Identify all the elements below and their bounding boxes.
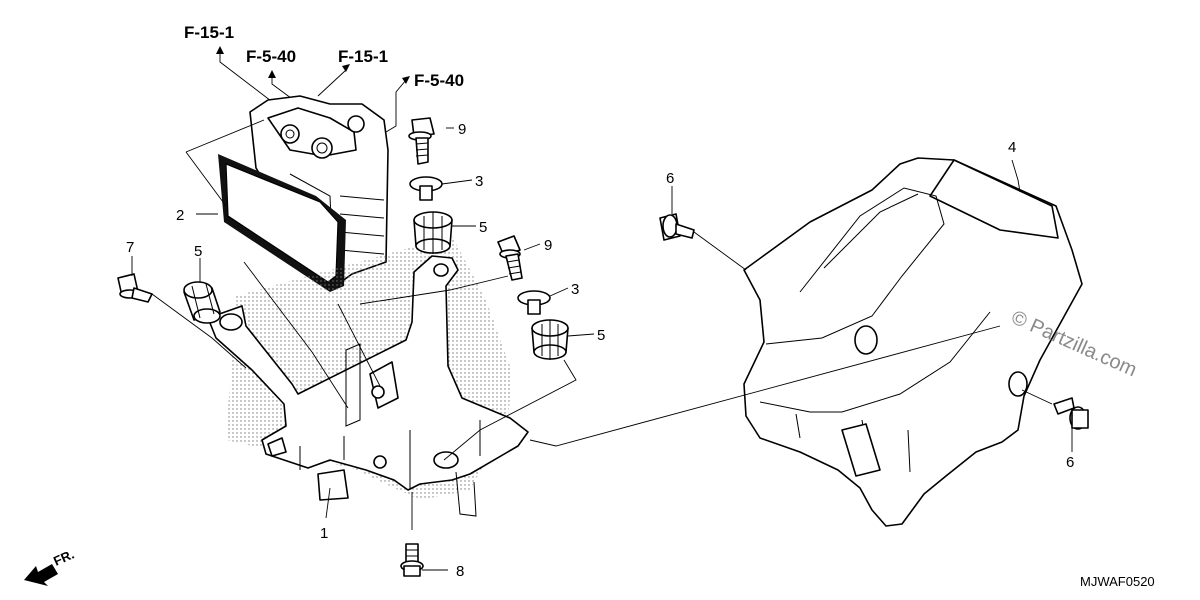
- leader-lines: [131, 119, 1073, 571]
- reference-label[interactable]: F-5-40: [246, 47, 296, 66]
- mount-hole: [371, 385, 385, 399]
- front-direction-indicator: FR.: [24, 547, 76, 586]
- callout-number[interactable]: 8: [456, 563, 464, 580]
- abs-mounting-bracket[interactable]: [207, 236, 529, 517]
- callout-number[interactable]: 6: [666, 170, 674, 187]
- mount-hole: [433, 263, 449, 277]
- callout-number[interactable]: 3: [475, 173, 483, 190]
- rubber-grommet-5[interactable]: [183, 281, 221, 324]
- callout-number[interactable]: 5: [194, 243, 202, 260]
- flange-screw-6[interactable]: [1053, 397, 1089, 430]
- flange-bolt-9[interactable]: [497, 235, 523, 281]
- flange-bolt-7[interactable]: [117, 273, 153, 303]
- callout-number[interactable]: 9: [544, 237, 552, 254]
- callout-number[interactable]: 4: [1008, 139, 1016, 156]
- port-circle: [311, 137, 333, 159]
- callout-number[interactable]: 2: [176, 207, 184, 224]
- abs-modulator-unit[interactable]: [218, 95, 389, 292]
- callout-number[interactable]: 5: [479, 219, 487, 236]
- rubber-grommet-5[interactable]: [531, 319, 569, 360]
- front-arrow-icon: [24, 564, 58, 586]
- mount-hole: [433, 451, 459, 469]
- callout-number[interactable]: 5: [597, 327, 605, 344]
- reference-label[interactable]: F-5-40: [414, 71, 464, 90]
- flange-screw-6[interactable]: [659, 213, 695, 241]
- reference-label[interactable]: F-15-1: [338, 47, 388, 66]
- callout-number[interactable]: 7: [126, 239, 134, 256]
- port-circle: [280, 124, 300, 144]
- reference-label[interactable]: F-15-1: [184, 23, 234, 42]
- flange-bolt-8[interactable]: [400, 543, 424, 577]
- mount-hole: [219, 313, 243, 331]
- rubber-grommet-5[interactable]: [413, 211, 453, 254]
- callout-number[interactable]: 9: [458, 121, 466, 138]
- mount-hole: [373, 455, 387, 469]
- callout-numbers: 1 2 3 3 4 5 5 5 6 6 7 8 9 9: [126, 121, 1074, 580]
- front-label: FR.: [51, 547, 76, 569]
- diagram-code: MJWAF0520: [1080, 574, 1155, 589]
- collar-washer-3[interactable]: [409, 176, 443, 201]
- flange-bolt-9[interactable]: [408, 117, 435, 165]
- port-circle: [285, 129, 295, 139]
- callout-number[interactable]: 6: [1066, 454, 1074, 471]
- collar-washer-3[interactable]: [517, 290, 551, 315]
- abs-cover[interactable]: [743, 157, 1083, 527]
- port-circle: [316, 142, 328, 154]
- port-circle: [347, 115, 365, 133]
- callout-number[interactable]: 3: [571, 281, 579, 298]
- callout-number[interactable]: 1: [320, 525, 328, 542]
- cover-mount-hole: [854, 325, 878, 355]
- cover-mount-hole: [1008, 371, 1028, 397]
